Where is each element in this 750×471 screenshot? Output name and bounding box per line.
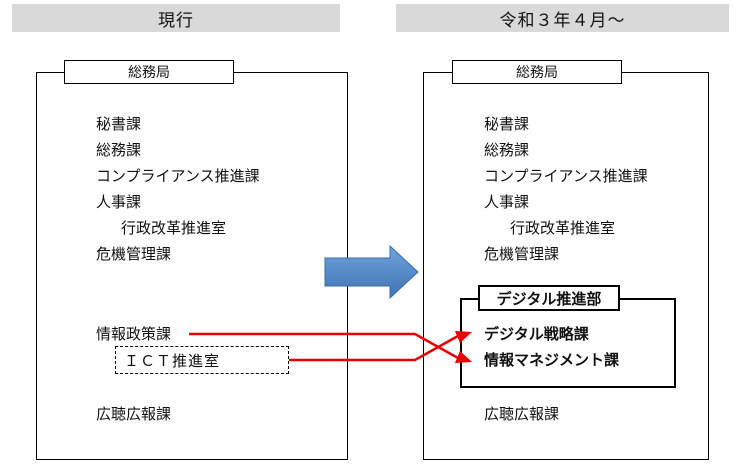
future-header-label: 令和３年４月～ — [499, 10, 626, 31]
current-item-secretary: 秘書課 — [96, 115, 142, 133]
future-bureau-text: 総務局 — [516, 65, 558, 81]
current-item-admin-reform: 行政改革推進室 — [121, 219, 227, 237]
current-item-compliance: コンプライアンス推進課 — [96, 167, 260, 185]
future-item-info-management: 情報マネジメント課 — [484, 351, 620, 369]
current-item-info-policy: 情報政策課 — [96, 325, 172, 343]
current-bureau-text: 総務局 — [128, 65, 170, 81]
future-header: 令和３年４月～ — [396, 4, 729, 32]
future-item-compliance: コンプライアンス推進課 — [484, 167, 648, 185]
future-item-admin-reform: 行政改革推進室 — [510, 219, 616, 237]
ict-office-label: ＩＣＴ推進室 — [124, 351, 221, 370]
current-item-ict-office: ＩＣＴ推進室 — [115, 346, 289, 374]
future-item-personnel: 人事課 — [484, 193, 530, 211]
current-item-personnel: 人事課 — [96, 193, 142, 211]
current-item-crisis-management: 危機管理課 — [96, 245, 172, 263]
future-panel — [423, 72, 709, 460]
future-item-digital-strategy: デジタル戦略課 — [484, 325, 589, 343]
future-item-crisis-management: 危機管理課 — [484, 245, 560, 263]
future-bureau-label: 総務局 — [452, 60, 622, 84]
current-header-label: 現行 — [158, 10, 194, 31]
future-item-secretary: 秘書課 — [484, 115, 530, 133]
digital-department-name: デジタル推進部 — [496, 289, 602, 308]
future-item-general-affairs: 総務課 — [484, 141, 530, 159]
current-panel — [36, 72, 348, 460]
current-item-general-affairs: 総務課 — [96, 141, 142, 159]
digital-department-title: デジタル推進部 — [478, 285, 620, 311]
current-item-public-relations: 広聴広報課 — [96, 405, 172, 423]
future-item-public-relations: 広聴広報課 — [484, 405, 560, 423]
current-bureau-label: 総務局 — [64, 60, 234, 84]
current-header: 現行 — [12, 4, 340, 32]
